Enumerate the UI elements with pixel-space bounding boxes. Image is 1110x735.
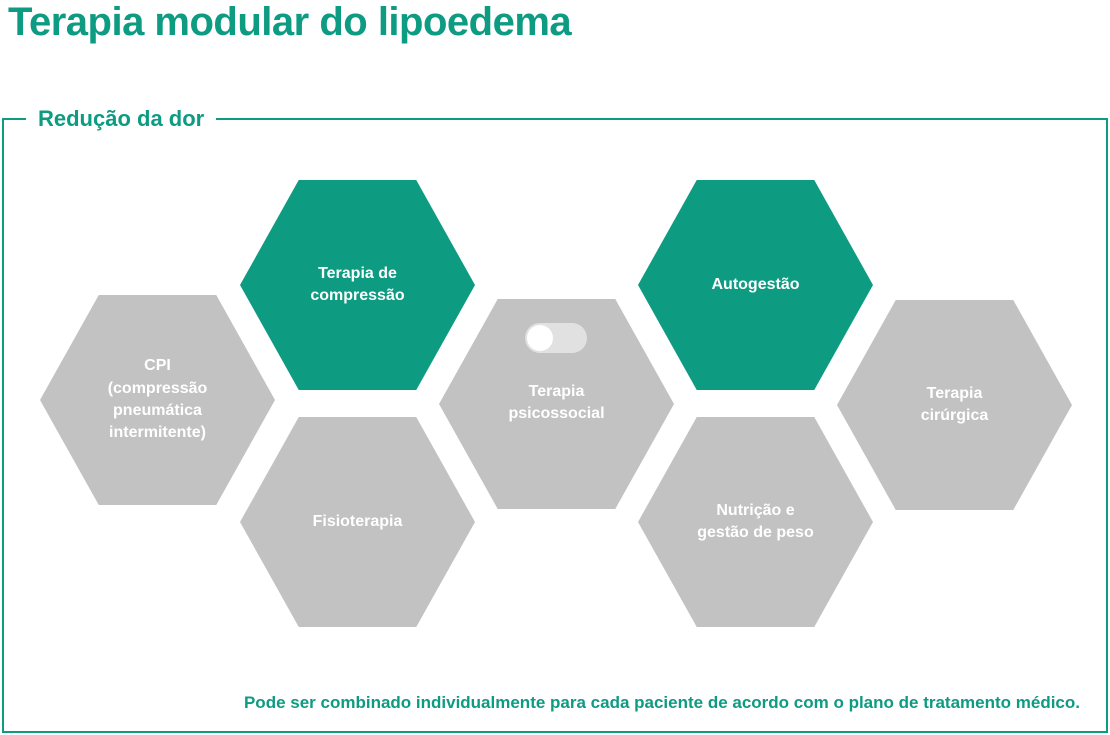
footnote: Pode ser combinado individualmente para … xyxy=(243,693,1080,712)
hexagon-cpi-label: CPI (compressão pneumática intermitente) xyxy=(107,357,208,442)
hexagon-terapia-psicossocial-label: Terapia psicossocial xyxy=(508,382,605,422)
hexagon-autogestao-label: Autogestão xyxy=(711,275,800,293)
toggle-switch-knob xyxy=(527,324,554,351)
hexagon-autogestao: Autogestão xyxy=(638,180,873,390)
hexagon-cpi: CPI (compressão pneumática intermitente) xyxy=(40,295,275,505)
hexagon-terapia-cirurgica-label: Terapia cirúrgica xyxy=(920,384,989,424)
hexagon-nutricao-e-gestao-de-peso-label: Nutrição e gestão de peso xyxy=(697,501,814,541)
section-label: Redução da dor xyxy=(26,103,217,135)
hexagon-fisioterapia-label: Fisioterapia xyxy=(312,512,403,530)
page-title: Terapia modular do lipoedema xyxy=(8,0,572,44)
toggle-switch-icon xyxy=(525,322,588,353)
section-frame: Redução da dor xyxy=(2,103,1108,733)
hexagon-nutricao-e-gestao-de-peso: Nutrição e gestão de peso xyxy=(638,417,873,627)
hexagon-terapia-de-compressao-label: Terapia de compressão xyxy=(310,264,405,304)
